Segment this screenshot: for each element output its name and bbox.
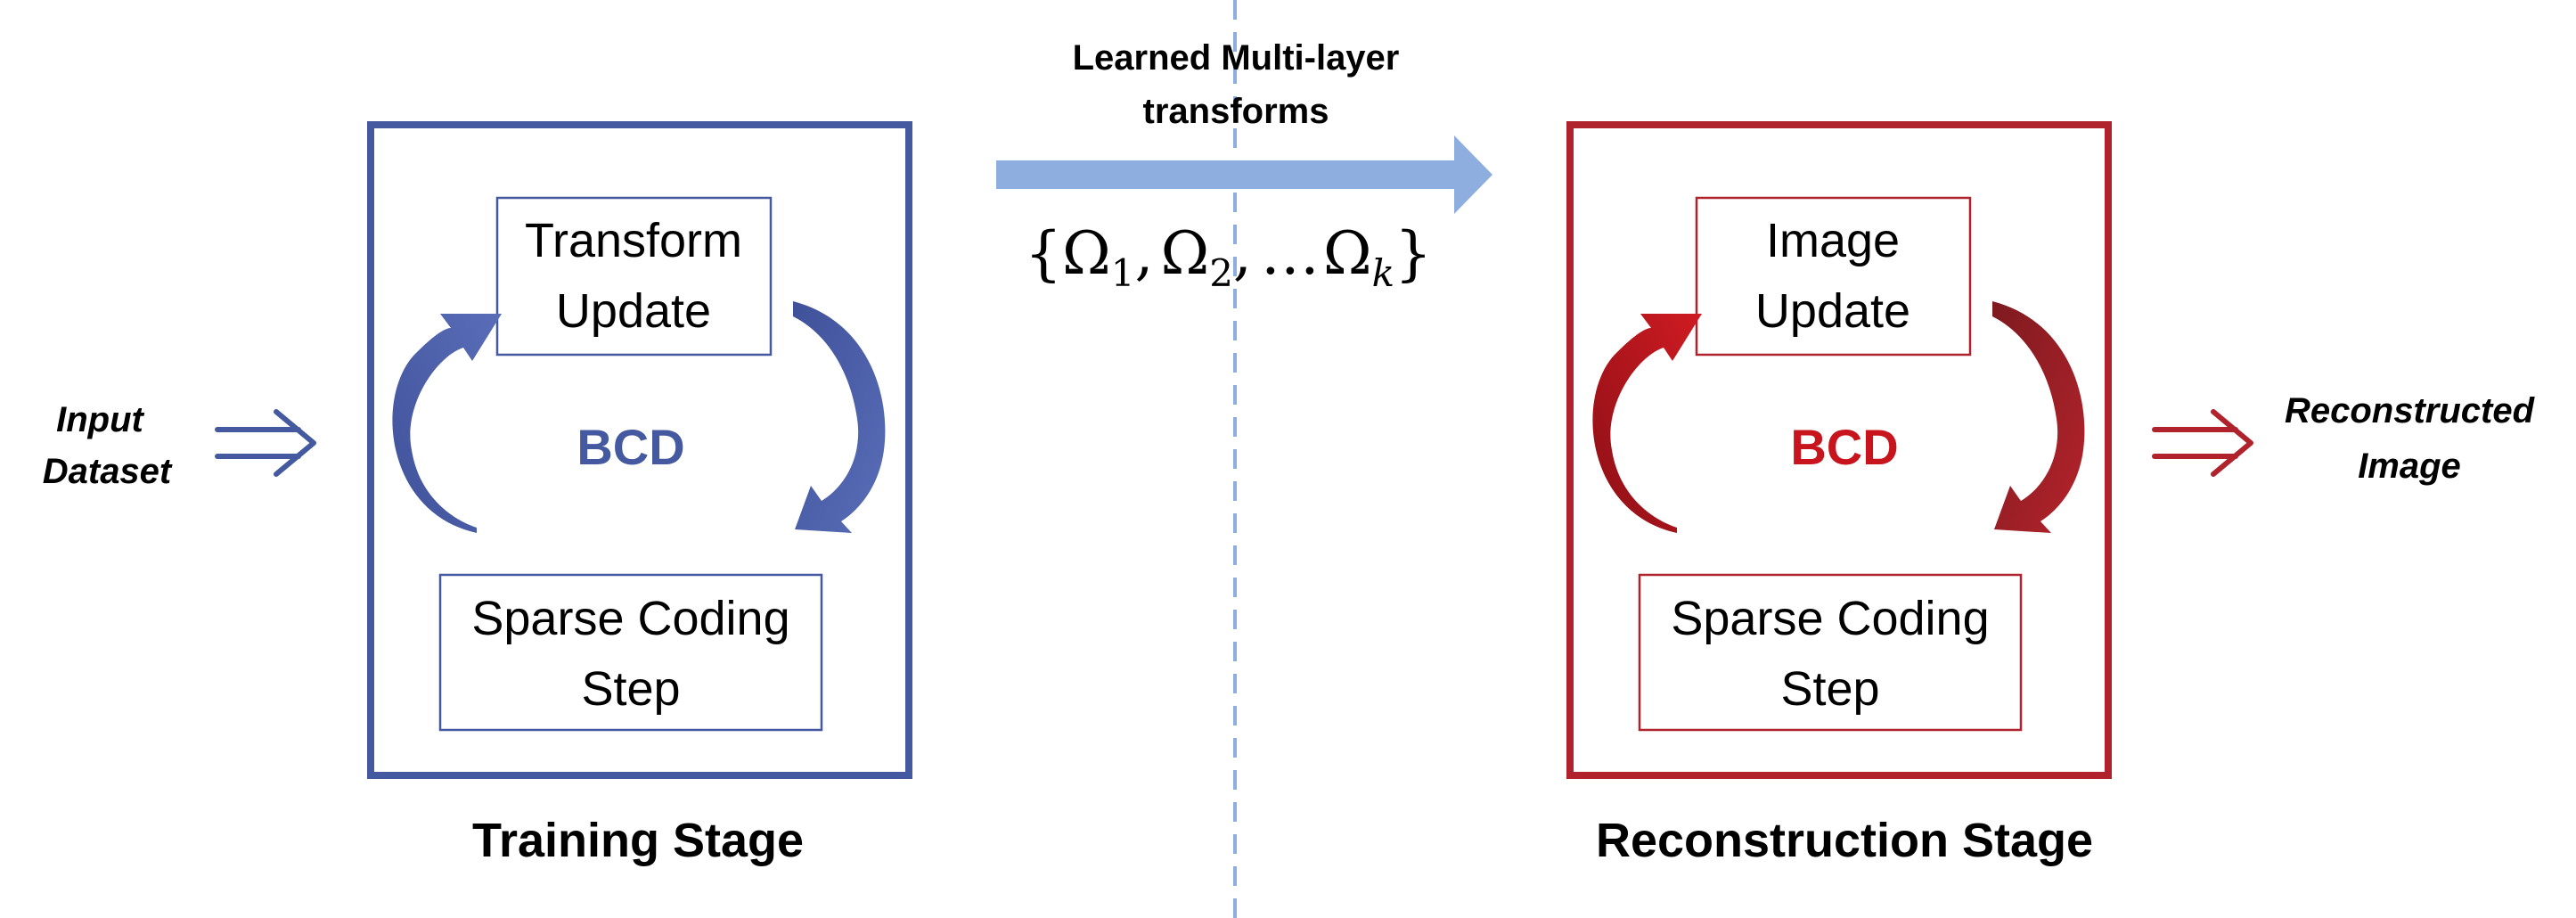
output-label-line2: Image [2358,447,2461,486]
training-stage-caption: Training Stage [472,814,804,867]
transform-update-box [495,196,773,357]
training-sparse-coding-line1: Sparse Coding [471,592,789,645]
input-label-line1: Input [56,400,144,439]
transfer-arrow [996,135,1492,214]
training-sparse-coding-line2: Step [581,662,680,716]
reconstruction-sparse-coding-line2: Step [1780,662,1879,716]
training-cycle-up-arrow [392,314,502,533]
training-cycle-down-arrow [793,301,886,533]
reconstruction-sparse-coding-line1: Sparse Coding [1671,592,1989,645]
reconstruction-cycle-up-arrow [1592,314,1702,533]
reconstruction-sparse-coding-box [1638,573,2023,732]
training-sparse-coding-box [438,573,823,732]
reconstruction-bcd-label: BCD [1790,419,1898,475]
reconstruction-stage-caption: Reconstruction Stage [1596,814,2093,867]
transfer-label-line2: transforms [1143,92,1329,131]
output-double-arrow [2152,409,2253,477]
input-dataset-label: Input Dataset [43,400,173,491]
training-bcd-label: BCD [577,419,684,475]
reconstruction-stage-frame [1566,121,2112,779]
transform-update-line2: Update [556,284,711,338]
reconstructed-image-label: Reconstructed Image [2285,391,2536,486]
transform-update-line1: Transform [525,214,742,267]
transforms-set-math: {Ω1,Ω2,…Ωk} [1025,219,1432,295]
transfer-label-line1: Learned Multi-layer [1073,38,1400,78]
image-update-line1: Image [1766,214,1900,267]
input-double-arrow [215,409,316,477]
image-update-box [1695,196,1972,357]
input-label-line2: Dataset [43,452,173,491]
training-stage-frame [367,121,912,779]
image-update-line2: Update [1755,284,1910,338]
output-label-line1: Reconstructed [2285,391,2536,430]
reconstruction-cycle-down-arrow [1992,301,2085,533]
